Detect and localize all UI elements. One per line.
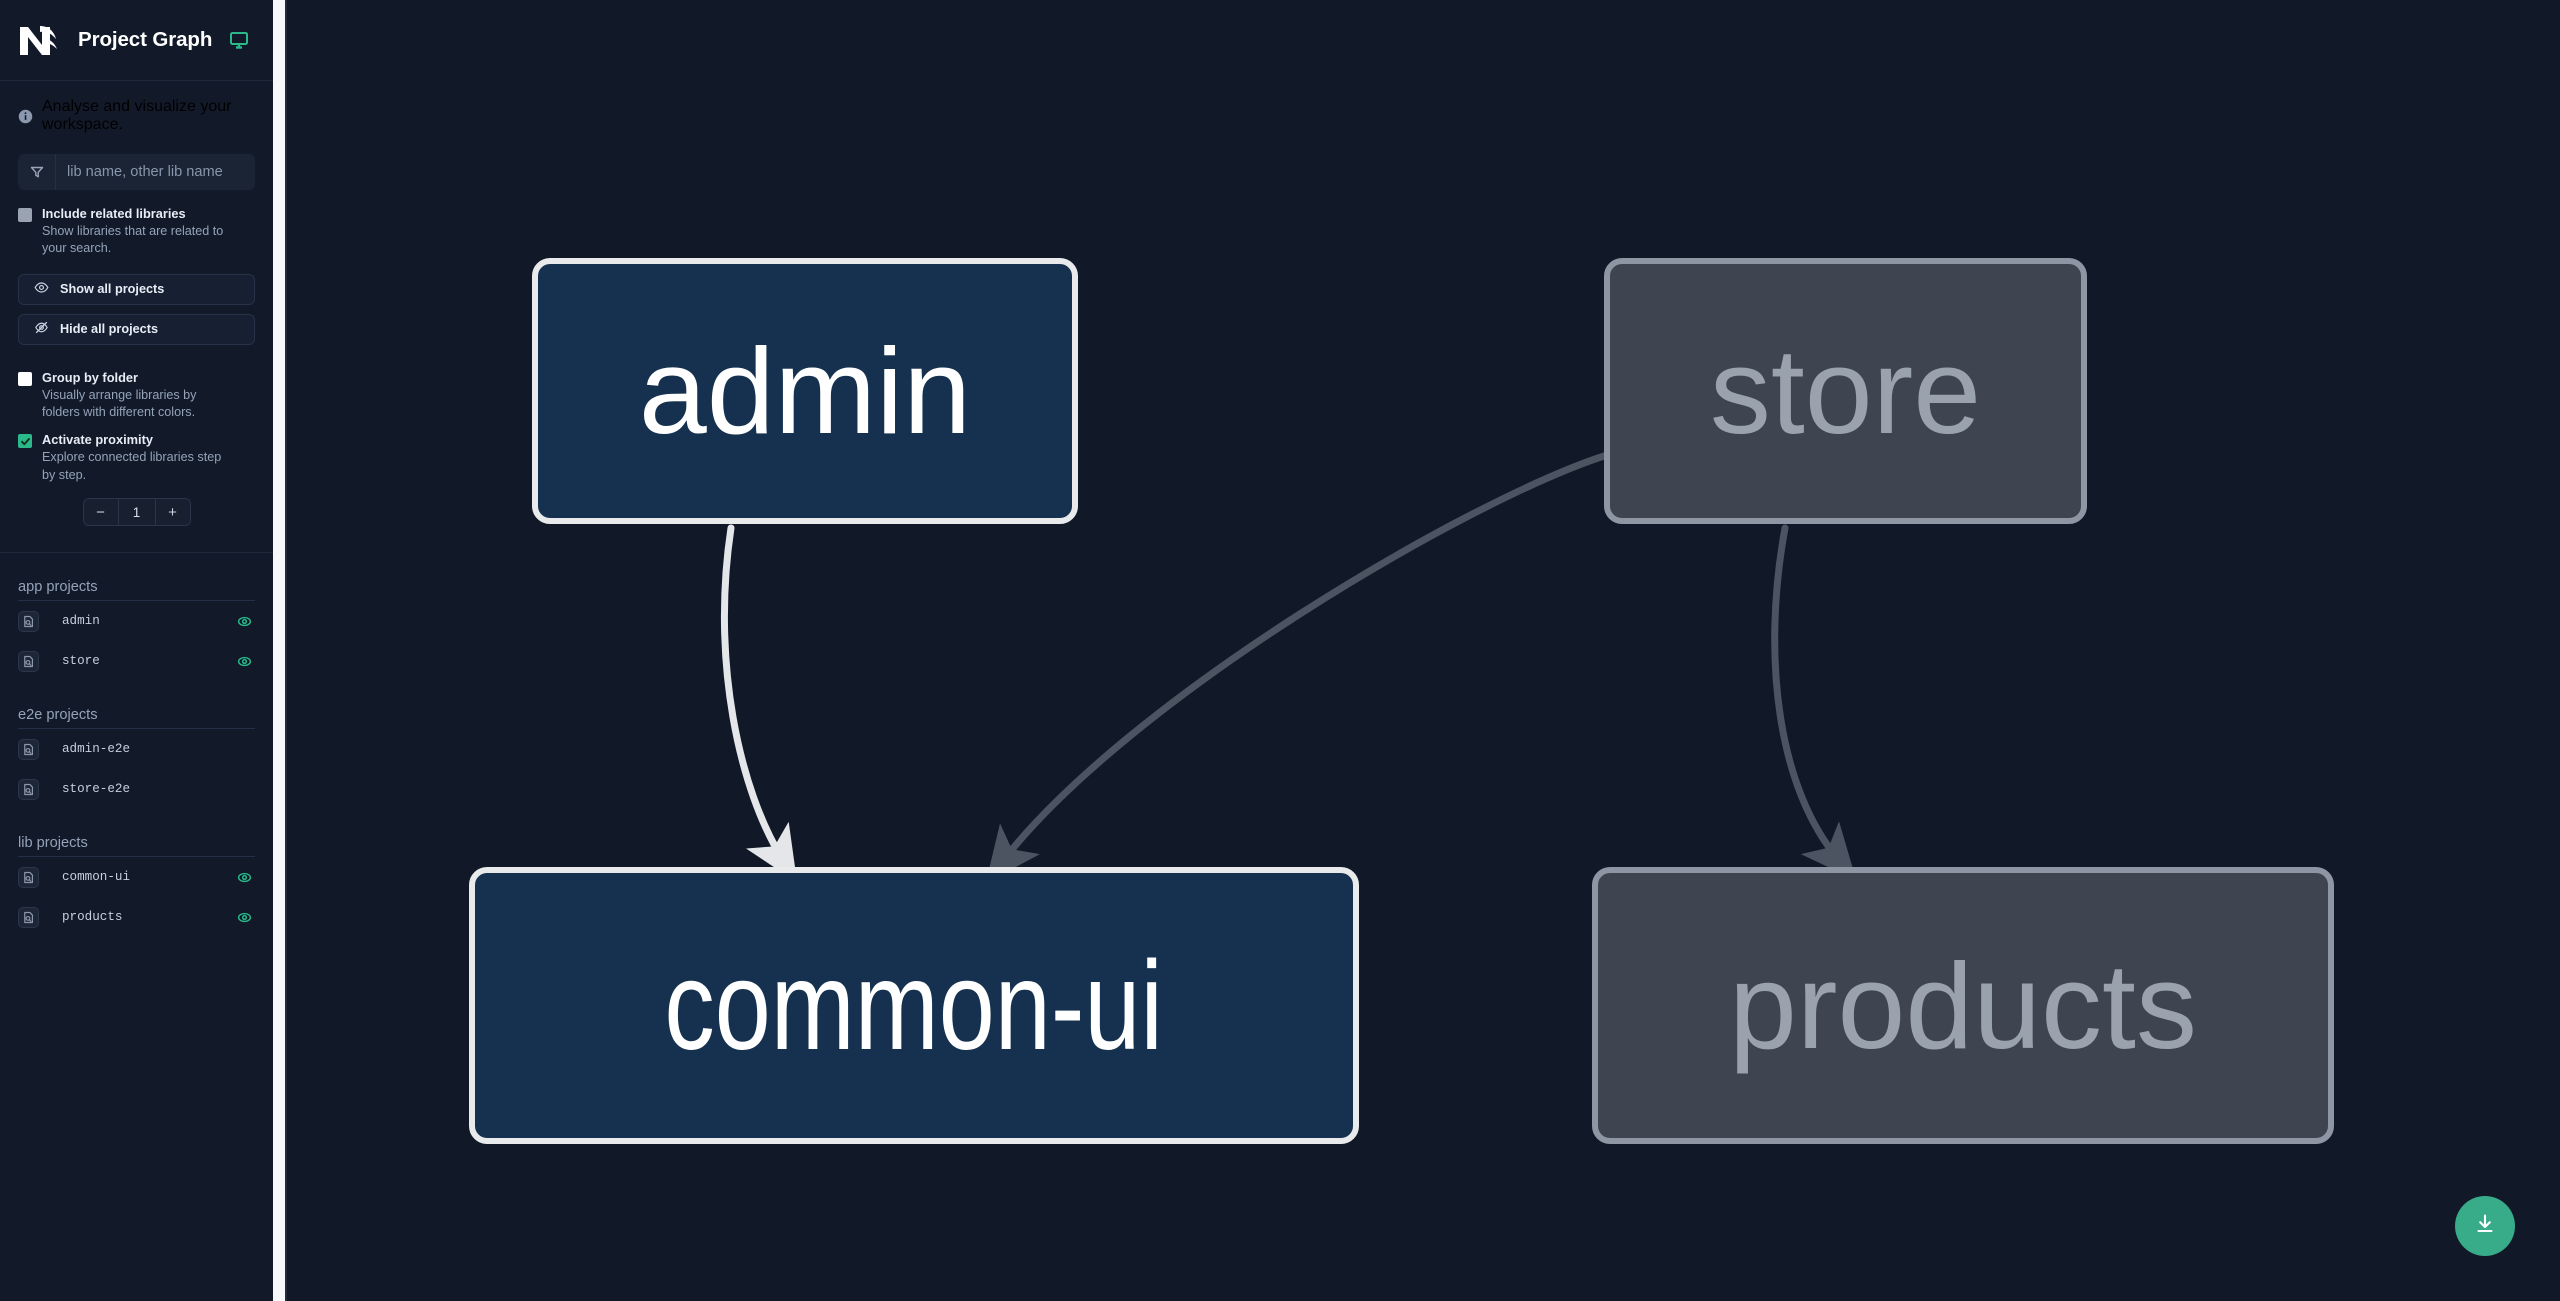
- search-container: [0, 134, 273, 190]
- info-icon: [18, 109, 33, 124]
- project-item-store[interactable]: store: [18, 641, 255, 681]
- option-description: Show libraries that are related to your …: [42, 223, 224, 256]
- option-label: Include related libraries: [42, 206, 186, 221]
- project-file-icon: [18, 610, 39, 632]
- eye-icon: [34, 280, 49, 298]
- group-rule: [18, 728, 255, 730]
- project-group-lib: lib projects common-ui: [0, 809, 273, 937]
- project-file-icon: [18, 738, 39, 760]
- filter-icon: [18, 154, 56, 190]
- group-rule: [18, 600, 255, 602]
- option-label: Group by folder: [42, 369, 138, 385]
- project-item-products[interactable]: products: [18, 897, 255, 937]
- edge-store-to-products: [1771, 524, 1857, 881]
- monitor-icon[interactable]: [228, 29, 250, 51]
- search-input[interactable]: [56, 164, 255, 180]
- eye-off-icon: [34, 320, 49, 338]
- graph-canvas[interactable]: admin store common-ui products: [287, 0, 2560, 1301]
- project-item-common-ui[interactable]: common-ui: [18, 857, 255, 897]
- nx-logo-icon: [18, 23, 60, 57]
- eye-icon[interactable]: [236, 869, 253, 886]
- proximity-increment-button[interactable]: +: [155, 499, 190, 526]
- sidebar-tagline: Analyse and visualize your workspace.: [0, 81, 273, 134]
- group-by-folder-checkbox[interactable]: [18, 371, 32, 386]
- graph-node-common-ui[interactable]: common-ui: [469, 867, 1359, 1144]
- project-name: products: [62, 910, 123, 925]
- eye-icon[interactable]: [236, 653, 253, 670]
- proximity-stepper: − 1 +: [0, 484, 273, 527]
- show-all-projects-button[interactable]: Show all projects: [18, 273, 255, 305]
- project-name: common-ui: [62, 870, 131, 885]
- node-label: products: [1729, 937, 2197, 1074]
- node-label: store: [1709, 323, 1982, 459]
- edge-store-to-common-ui: [985, 451, 1611, 884]
- eye-icon[interactable]: [236, 613, 253, 630]
- option-label: Activate proximity: [42, 432, 153, 448]
- show-all-projects-label: Show all projects: [60, 282, 165, 297]
- include-related-libraries-checkbox[interactable]: [18, 208, 32, 222]
- page-title: Project Graph: [78, 28, 213, 51]
- node-label: common-ui: [664, 934, 1164, 1076]
- search-box[interactable]: [18, 154, 255, 190]
- project-name: store: [62, 654, 100, 669]
- option-include-related-libraries[interactable]: Include related libraries Show libraries…: [0, 190, 273, 258]
- project-name: store-e2e: [62, 782, 131, 797]
- download-graph-button[interactable]: [2455, 1196, 2515, 1256]
- group-title: e2e projects: [18, 707, 98, 724]
- option-description: Explore connected libraries step by step…: [42, 450, 222, 482]
- sidebar: Project Graph Analyse and visualize your…: [0, 0, 273, 1301]
- group-rule: [18, 856, 255, 858]
- sidebar-scrollbar[interactable]: [273, 0, 285, 1301]
- graph-node-admin[interactable]: admin: [532, 258, 1078, 524]
- project-item-store-e2e[interactable]: store-e2e: [18, 769, 255, 809]
- project-file-icon: [18, 866, 39, 888]
- edge-admin-to-common-ui: [720, 524, 798, 883]
- project-name: admin-e2e: [62, 742, 131, 757]
- hide-all-projects-label: Hide all projects: [60, 322, 159, 337]
- graph-node-store[interactable]: store: [1604, 258, 2087, 524]
- project-group-app: app projects admin: [0, 553, 273, 681]
- group-title: app projects: [18, 579, 98, 596]
- project-file-icon: [18, 650, 39, 672]
- project-item-admin-e2e[interactable]: admin-e2e: [18, 729, 255, 769]
- option-group-by-folder[interactable]: Group by folder Visually arrange librari…: [0, 354, 273, 422]
- proximity-value: 1: [117, 499, 156, 526]
- project-file-icon: [18, 906, 39, 928]
- visibility-buttons: Show all projects Hide all projects: [0, 258, 273, 354]
- graph-edges: [720, 451, 1857, 884]
- project-group-e2e: e2e projects admin-e2e: [0, 681, 273, 809]
- sidebar-header: Project Graph: [0, 0, 273, 81]
- activate-proximity-checkbox[interactable]: [18, 434, 32, 449]
- node-label: admin: [638, 323, 972, 459]
- graph-node-products[interactable]: products: [1592, 867, 2334, 1144]
- project-item-admin[interactable]: admin: [18, 601, 255, 641]
- tagline-text: Analyse and visualize your workspace.: [42, 98, 232, 133]
- hide-all-projects-button[interactable]: Hide all projects: [18, 313, 255, 345]
- download-icon: [2472, 1211, 2498, 1242]
- project-file-icon: [18, 778, 39, 800]
- sidebar-divider: [0, 552, 273, 554]
- sidebar-edge: [285, 0, 287, 1301]
- option-activate-proximity[interactable]: Activate proximity Explore connected lib…: [0, 421, 273, 484]
- option-description: Visually arrange libraries by folders wi…: [42, 387, 197, 420]
- project-name: admin: [62, 614, 100, 629]
- proximity-decrement-button[interactable]: −: [83, 499, 118, 526]
- group-title: lib projects: [18, 835, 88, 852]
- eye-icon[interactable]: [236, 909, 253, 926]
